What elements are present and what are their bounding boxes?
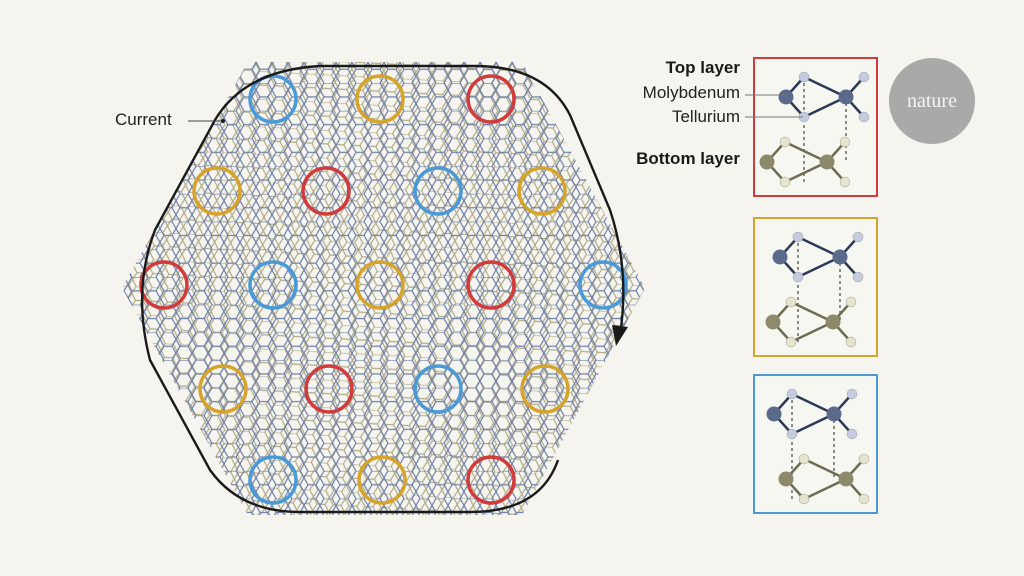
stacking-circle-gold <box>192 166 242 216</box>
current-label: Current <box>115 110 172 129</box>
stacking-panel-red <box>753 57 878 197</box>
stacking-circle-gold <box>198 364 248 414</box>
tellurium-label: Tellurium <box>671 107 740 126</box>
stacking-circle-red <box>304 364 354 414</box>
stacking-panels <box>753 57 878 514</box>
stacking-circle-gold <box>520 364 570 414</box>
current-loop <box>140 64 625 514</box>
stacking-circle-blue <box>248 260 298 310</box>
stacking-panel-gold <box>753 217 878 357</box>
stacking-panel-blue <box>753 374 878 514</box>
bottom-layer-label: Bottom layer <box>636 149 740 168</box>
hexagonal-lattice <box>122 62 645 515</box>
stacking-circle-gold <box>357 455 407 505</box>
stacking-circle-red <box>139 260 189 310</box>
logo-text: nature <box>907 89 957 112</box>
stacking-circle-gold <box>355 260 405 310</box>
stacking-circle-blue <box>413 364 463 414</box>
stacking-circle-blue <box>578 260 628 310</box>
stacking-circle-red <box>466 260 516 310</box>
stacking-circle-red <box>466 455 516 505</box>
stacking-circle-red <box>301 166 351 216</box>
stacking-circle-blue <box>248 74 298 124</box>
top-layer-label: Top layer <box>665 58 740 77</box>
stacking-circles <box>139 74 628 505</box>
stacking-circle-blue <box>413 166 463 216</box>
arrow-head-icon <box>612 325 628 346</box>
nature-logo: nature <box>889 58 975 144</box>
stacking-circle-gold <box>355 74 405 124</box>
stacking-circle-blue <box>248 455 298 505</box>
molybdenum-label: Molybdenum <box>642 83 740 102</box>
stacking-circle-red <box>466 74 516 124</box>
stacking-circle-gold <box>517 166 567 216</box>
